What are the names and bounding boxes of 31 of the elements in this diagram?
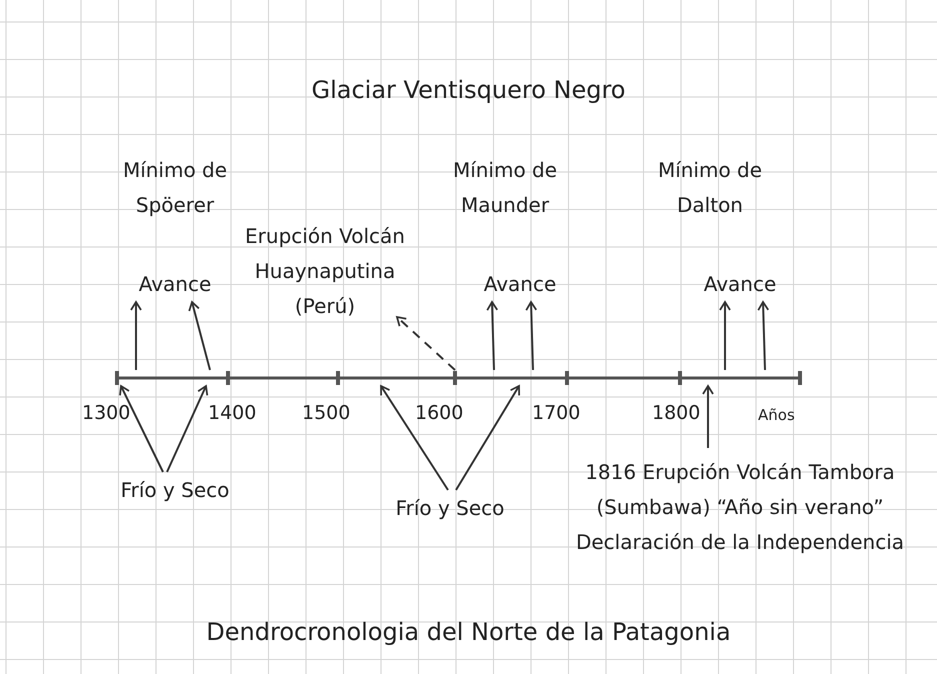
axis-unit-label: Años xyxy=(758,406,795,424)
arrow xyxy=(757,301,770,370)
arrow xyxy=(130,301,142,370)
timeline-annotation: Erupción Volcán Huaynaputina (Perú) xyxy=(244,222,406,320)
timeline-annotation: Avance xyxy=(138,270,212,298)
year-label: 1800 xyxy=(652,402,700,424)
arrow xyxy=(188,301,211,370)
year-label: 1500 xyxy=(302,402,350,424)
timeline-annotation: Avance xyxy=(484,270,556,298)
diagram-title: Glaciar Ventisquero Negro xyxy=(310,76,626,104)
dashed-arrow xyxy=(396,316,456,371)
timeline-annotation: Mínimo de Dalton xyxy=(656,157,764,219)
timeline-annotation: Avance xyxy=(704,270,776,298)
arrow xyxy=(719,301,731,370)
arrow xyxy=(119,385,164,472)
arrow xyxy=(525,301,538,370)
year-label: 1700 xyxy=(532,402,580,424)
event-note: 1816 Erupción Volcán Tambora (Sumbawa) “Año sin verano” Declaración de la Independencia xyxy=(574,458,906,556)
diagram-caption: Dendrocronologia del Norte de la Patagonia xyxy=(205,618,732,646)
timeline-annotation: Frío y Seco xyxy=(396,494,504,522)
timeline-annotation: Frío y Seco xyxy=(120,476,230,504)
year-label: 1400 xyxy=(208,402,256,424)
arrow xyxy=(702,385,714,448)
timeline-annotation: Mínimo de Spöerer xyxy=(122,157,228,219)
arrow xyxy=(486,301,498,370)
arrow xyxy=(380,385,449,491)
arrow xyxy=(455,385,520,491)
year-label: 1300 xyxy=(82,402,130,424)
timeline-annotation: Mínimo de Maunder xyxy=(452,157,558,219)
arrow xyxy=(166,385,208,472)
year-label: 1600 xyxy=(415,402,464,424)
